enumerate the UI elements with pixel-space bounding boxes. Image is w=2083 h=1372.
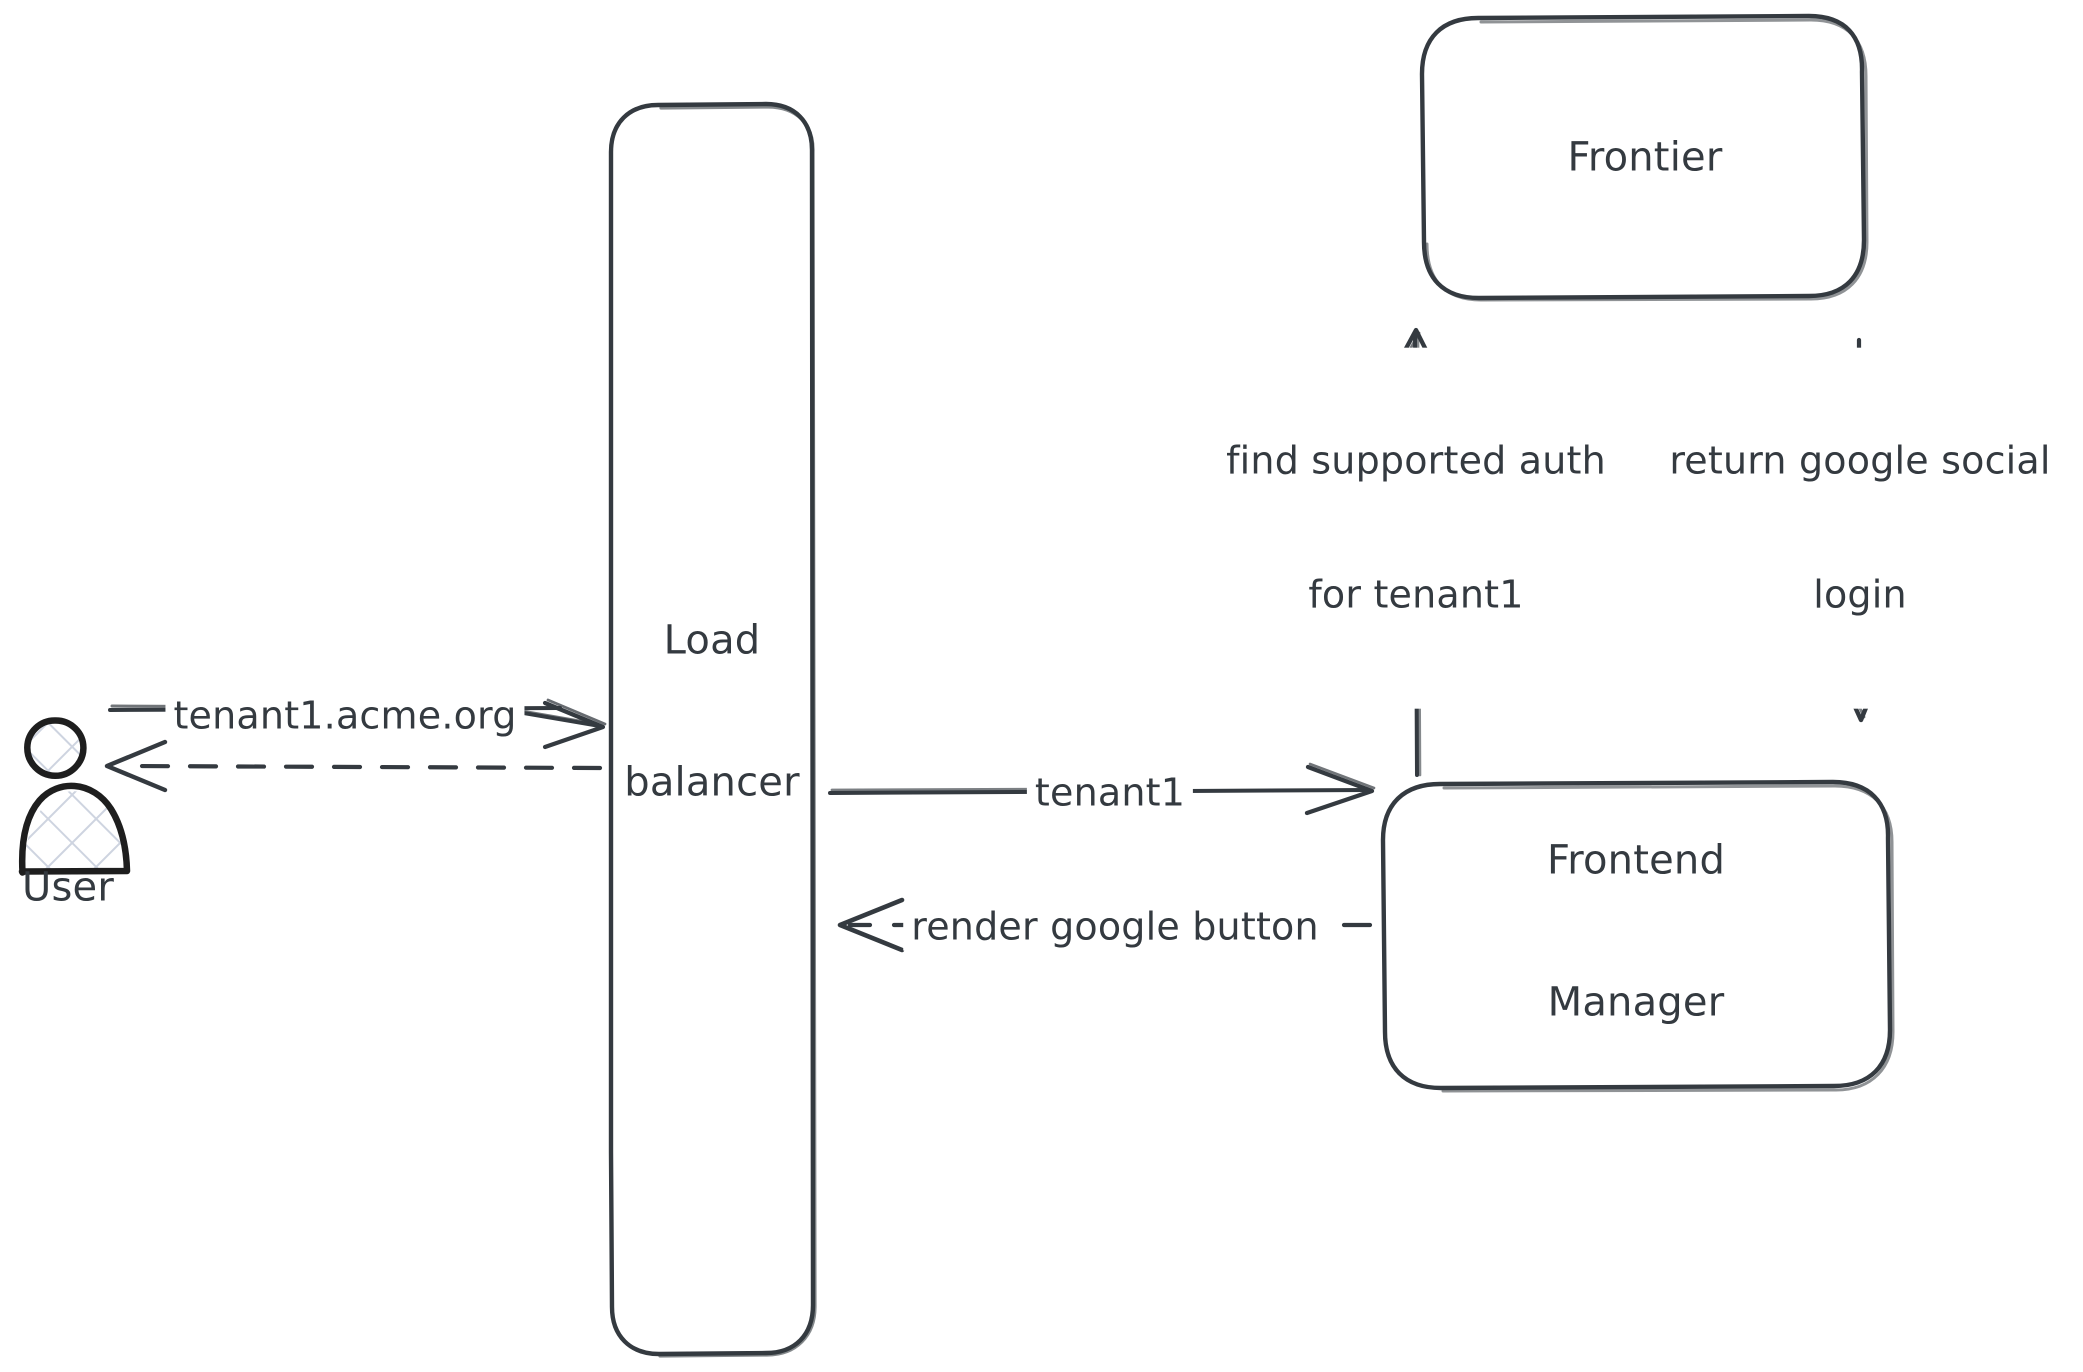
frontier-box[interactable] (1419, 13, 1869, 302)
edge-frontier-to-fm (1833, 337, 1887, 723)
edge-lb-to-fm (828, 762, 1376, 816)
edge-fm-to-frontier (1387, 327, 1443, 777)
edge-lb-to-user (104, 739, 603, 793)
edge-user-to-lb (108, 698, 607, 750)
load-balancer-box[interactable] (608, 101, 817, 1358)
user-actor-icon (18, 717, 131, 876)
frontend-manager-box[interactable] (1380, 779, 1895, 1093)
edge-fm-to-lb (837, 897, 1373, 953)
